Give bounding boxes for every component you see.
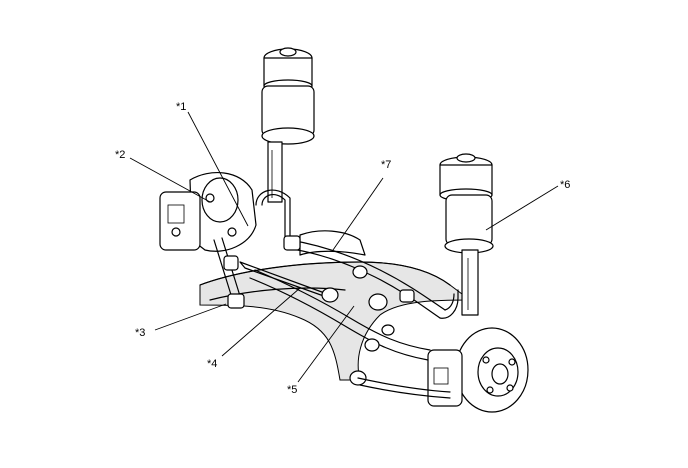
callout-labels: *1 *2 *3 *4 *5 *6 *7: [115, 101, 570, 396]
leader-lines: [129, 111, 559, 383]
callout-4: *4: [207, 358, 217, 370]
leader-2: [129, 157, 211, 203]
right-brake-assembly: [427, 327, 529, 413]
callout-6: *6: [560, 179, 570, 191]
callout-1: *1: [176, 101, 186, 113]
left-brake-assembly: [159, 172, 257, 252]
leader-1: [187, 111, 249, 227]
callout-3: *3: [135, 327, 145, 339]
stabilizer-bar: [255, 189, 459, 319]
lateral-link: [213, 237, 245, 309]
leader-6: [485, 185, 559, 231]
leader-3: [154, 303, 227, 331]
right-air-spring: [439, 153, 494, 316]
leader-5: [297, 305, 355, 383]
lower-arms: [239, 261, 451, 399]
leader-7: [332, 177, 384, 251]
callout-2: *2: [115, 149, 125, 161]
callout-7: *7: [381, 159, 391, 171]
leader-4: [221, 287, 301, 357]
callout-5: *5: [287, 384, 297, 396]
left-air-spring: [261, 47, 315, 203]
